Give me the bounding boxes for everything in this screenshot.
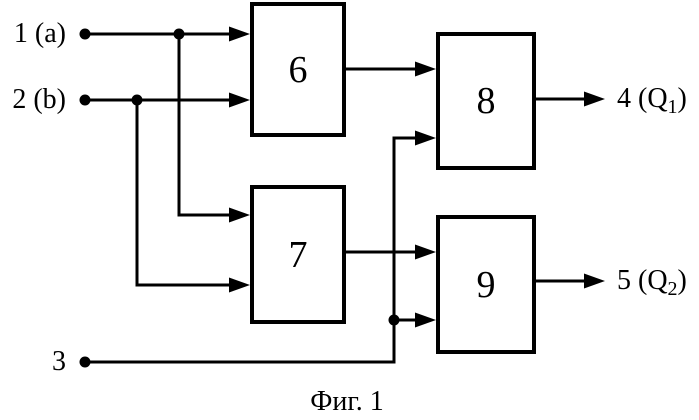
arrowhead-input1-block7 bbox=[229, 207, 250, 223]
arrowhead-block7-block9 bbox=[415, 244, 436, 260]
arrowhead-input2-block7 bbox=[229, 277, 250, 293]
junction-dot-input1 bbox=[173, 28, 185, 40]
input-label-3: 3 bbox=[52, 346, 66, 377]
block-8-label: 8 bbox=[476, 80, 496, 122]
input-label-2b: 2 (b) bbox=[12, 84, 66, 115]
junction-dot-input2 bbox=[131, 94, 143, 106]
output-4-text: 4 (Q bbox=[617, 83, 668, 114]
output-4-close: ) bbox=[677, 83, 687, 114]
terminal-dot-input2 bbox=[79, 94, 91, 106]
arrowhead-output5 bbox=[584, 273, 605, 289]
terminal-dot-input1 bbox=[79, 28, 91, 40]
arrowhead-input1-block6 bbox=[229, 26, 250, 42]
terminal-dot-input3 bbox=[79, 356, 91, 368]
wire-input1-branch-to-block7 bbox=[177, 34, 238, 217]
block-6-box bbox=[250, 2, 346, 137]
block-9-box bbox=[436, 215, 536, 354]
block-9-label: 9 bbox=[476, 263, 496, 306]
block-7-box bbox=[250, 185, 346, 324]
wire-input3-to-block8 bbox=[85, 136, 424, 364]
arrowhead-input3-block8 bbox=[415, 130, 436, 146]
arrowhead-block6-block8 bbox=[415, 61, 436, 77]
output-5-text: 5 (Q bbox=[617, 265, 668, 296]
input-label-1a: 1 (a) bbox=[13, 18, 66, 49]
figure-caption: Фиг. 1 bbox=[310, 386, 384, 417]
output-5-subscript: 2 bbox=[667, 278, 678, 300]
output-5-close: ) bbox=[677, 265, 687, 296]
output-label-5Q2: 5 (Q2) bbox=[617, 264, 687, 306]
wire-input2-branch-to-block7 bbox=[135, 100, 238, 287]
arrowhead-input2-block6 bbox=[229, 92, 250, 108]
block-7-label: 7 bbox=[288, 233, 308, 276]
block-6-label: 6 bbox=[288, 48, 308, 91]
output-4-subscript: 1 bbox=[667, 96, 678, 118]
output-label-4Q1: 4 (Q1) bbox=[617, 82, 687, 124]
arrowhead-input3-block9 bbox=[415, 312, 436, 328]
arrowhead-output4 bbox=[584, 91, 605, 107]
block-8-box bbox=[436, 32, 536, 170]
junction-dot-input3 bbox=[388, 314, 400, 326]
